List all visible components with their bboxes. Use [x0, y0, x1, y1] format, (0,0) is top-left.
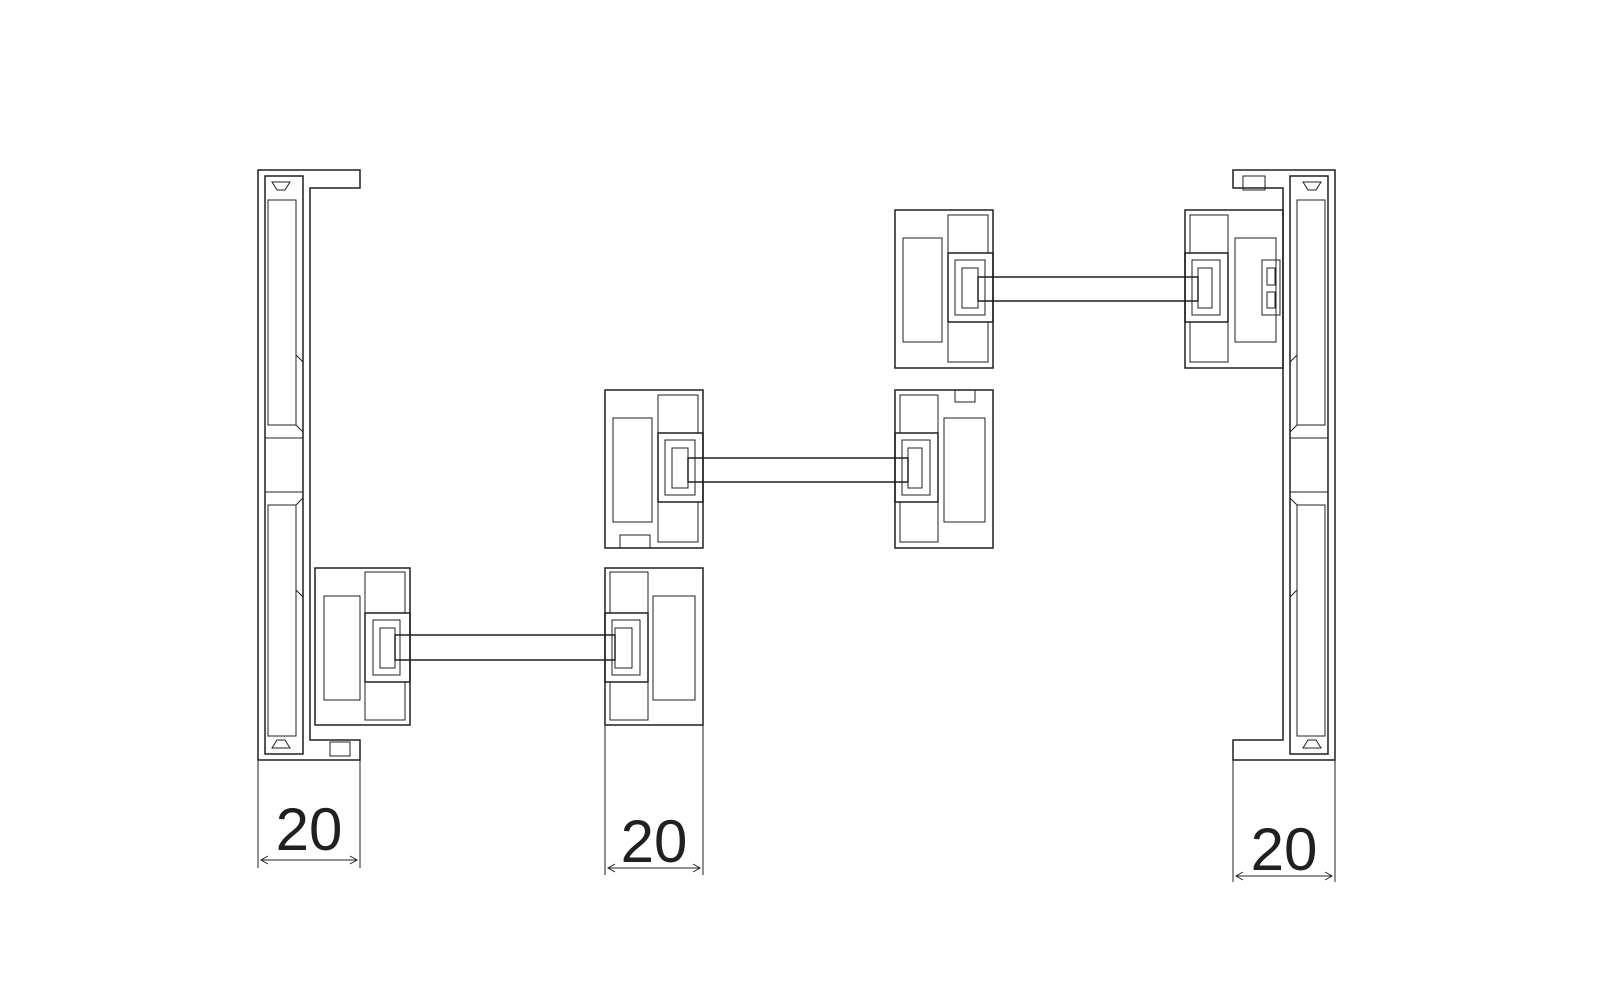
- dimension-left: 20: [257, 760, 361, 868]
- top-left-sash: [894, 209, 994, 369]
- middle-left-sash: [604, 389, 704, 549]
- top-right-sash: [1184, 209, 1284, 369]
- dimension-right: 20: [1232, 760, 1336, 883]
- bottom-left-sash: [314, 567, 411, 726]
- bottom-glazing-bar: [394, 634, 616, 661]
- dimension-label-left: 20: [276, 796, 343, 863]
- dimension-label-right: 20: [1251, 816, 1318, 883]
- middle-right-sash: [894, 389, 994, 549]
- top-glazing-bar: [977, 276, 1199, 302]
- left-frame-profile: [257, 169, 361, 761]
- dimension-label-middle: 20: [621, 808, 688, 875]
- right-frame-profile: [1232, 169, 1336, 761]
- dimension-middle: 20: [604, 725, 704, 875]
- bottom-right-sash: [604, 567, 704, 726]
- middle-glazing-bar: [687, 457, 909, 483]
